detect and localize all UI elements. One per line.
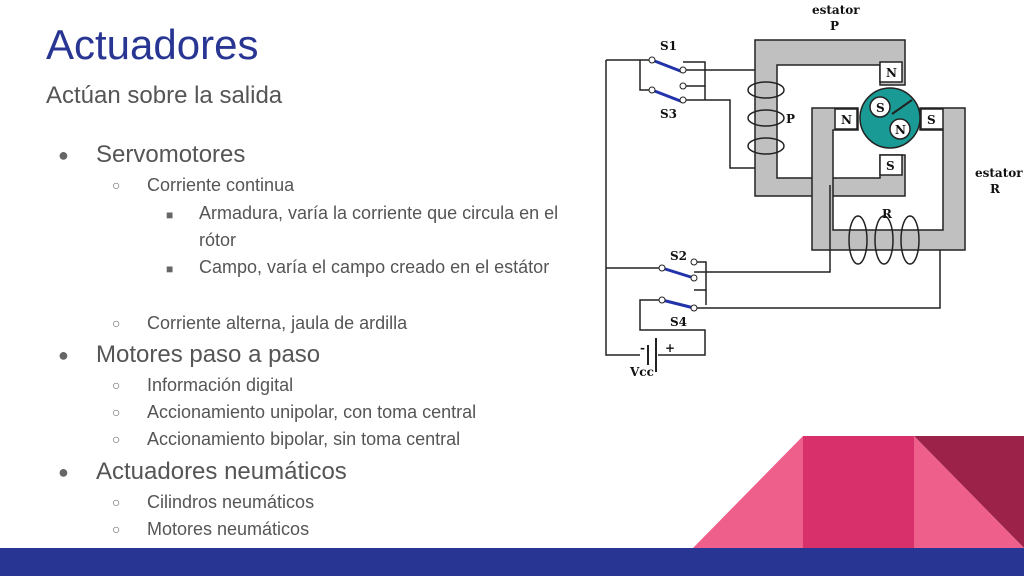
label-coil-p: P [786, 112, 795, 126]
bullet-marker: ■ [166, 208, 174, 222]
bullet-marker: ● [58, 345, 69, 365]
bullet-neumaticos: Actuadores neumáticos [96, 458, 347, 485]
bullet-marker: ○ [112, 315, 121, 331]
bullet-marker: ○ [112, 494, 121, 510]
bullet-campo: Campo, varía el campo creado en el estát… [199, 257, 550, 277]
label-vcc: Vcc [629, 365, 654, 379]
bullet-armadura: Armadura, varía la corriente que circula… [199, 203, 559, 250]
pole-s-bottom: S [886, 159, 895, 173]
bullet-corriente-alterna: Corriente alterna, jaula de ardilla [147, 313, 408, 333]
bullet-marker: ○ [112, 521, 121, 537]
bottom-band [0, 548, 1024, 576]
bullet-marker: ■ [166, 262, 174, 276]
bullet-motores-neumaticos: Motores neumáticos [147, 519, 310, 539]
pole-s-right: S [927, 113, 936, 127]
pole-n-left: N [841, 113, 852, 127]
rotor-n: N [895, 123, 906, 137]
label-estator-r-letter: R [990, 182, 1001, 196]
stator-p [754, 39, 906, 197]
bullet-unipolar: Accionamiento unipolar, con toma central [147, 402, 477, 422]
bullet-marker: ○ [112, 177, 121, 193]
stator-r [811, 107, 966, 251]
label-s3: S3 [660, 107, 677, 121]
rotor [859, 87, 921, 149]
bullet-cilindros: Cilindros neumáticos [147, 492, 315, 512]
bullet-informacion-digital: Información digital [147, 375, 294, 395]
label-coil-r: R [882, 207, 893, 221]
bullet-bipolar: Accionamiento bipolar, sin toma central [147, 429, 461, 449]
slide-title: Actuadores [46, 21, 259, 68]
bullet-corriente-continua: Corriente continua [147, 175, 295, 195]
bullet-marker: ○ [112, 404, 121, 420]
label-s4: S4 [670, 315, 687, 329]
label-estator-p: estator [812, 3, 860, 17]
slide-subtitle: Actúan sobre la salida [46, 82, 283, 109]
bullet-marker: ● [58, 145, 69, 165]
bullet-motores-paso: Motores paso a paso [96, 341, 321, 368]
label-estator-r: estator [975, 166, 1023, 180]
pole-n-top: N [886, 66, 897, 80]
label-plus: + [665, 341, 675, 355]
label-minus: - [640, 341, 645, 355]
label-s2: S2 [670, 249, 687, 263]
bullet-servomotores: Servomotores [96, 141, 246, 168]
bullet-marker: ○ [112, 377, 121, 393]
stepper-motor-diagram: estator P estator R P R S1 S3 S2 S4 Vcc … [605, 3, 1023, 379]
bullet-marker: ○ [112, 431, 121, 447]
rotor-s: S [876, 101, 885, 115]
bullet-marker: ● [58, 462, 69, 482]
label-estator-p-letter: P [830, 19, 839, 33]
label-s1: S1 [660, 39, 677, 53]
